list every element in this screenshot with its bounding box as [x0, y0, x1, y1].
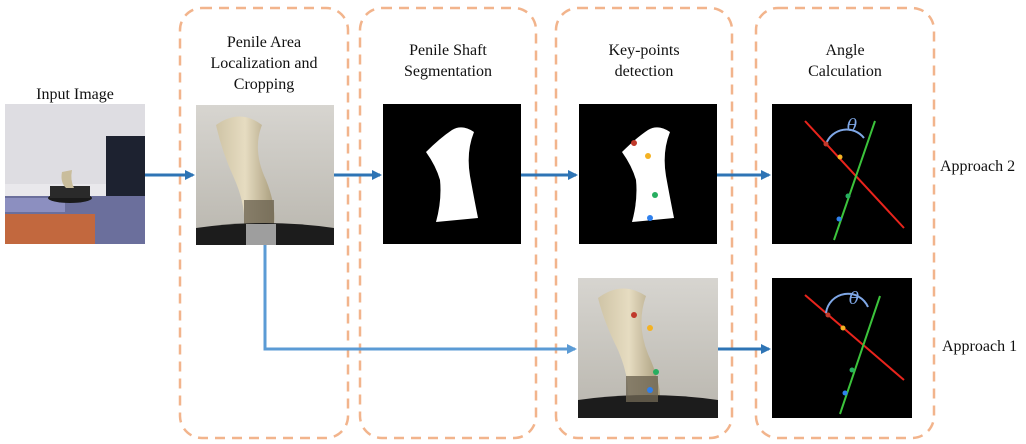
cropped-image: [196, 105, 334, 245]
theta-symbol-bottom: θ: [848, 289, 860, 309]
segmentation-mask: [383, 104, 521, 244]
keypoint-orange: [645, 153, 651, 159]
angle-panel-approach2: [772, 104, 912, 244]
keypoint-orange-photo: [647, 325, 653, 331]
angle-panel-approach1: [772, 278, 912, 418]
label-angle: Angle Calculation: [761, 40, 929, 82]
theta-symbol-top: θ: [846, 116, 858, 136]
keypoint-blue: [647, 215, 653, 221]
stage-box-keypoints: [554, 6, 734, 440]
label-keypoints: Key-points detection: [561, 40, 727, 82]
keypoint-blue-photo: [647, 387, 653, 393]
label-segmentation: Penile Shaft Segmentation: [365, 40, 531, 82]
label-localization: Penile Area Localization and Cropping: [185, 32, 343, 95]
label-keypoints-line2: detection: [614, 63, 674, 80]
label-localization-line3: Cropping: [233, 76, 295, 93]
keypoints-photo: [578, 278, 718, 418]
label-approach-1: Approach 1: [942, 338, 1018, 355]
input-image: [5, 104, 145, 244]
keypoints-mask: [579, 104, 717, 244]
label-keypoints-line1: Key-points: [608, 42, 680, 59]
label-localization-line1: Penile Area: [226, 34, 302, 51]
label-approach-2: Approach 2: [940, 158, 1016, 175]
label-angle-line1: Angle: [825, 42, 865, 59]
keypoint-green-photo: [653, 369, 659, 375]
label-segmentation-line2: Segmentation: [404, 63, 492, 80]
label-input-image: Input Image: [36, 86, 114, 103]
label-angle-line2: Calculation: [808, 63, 882, 80]
keypoint-green: [652, 192, 658, 198]
label-localization-line2: Localization and: [210, 55, 318, 72]
stage-box-segmentation: [358, 6, 538, 440]
keypoint-red: [631, 140, 637, 146]
arrow-crop-to-kp-photo: [263, 245, 577, 354]
label-segmentation-line1: Penile Shaft: [409, 42, 487, 59]
keypoint-red-photo: [631, 312, 637, 318]
stage-box-angle: [754, 6, 936, 440]
